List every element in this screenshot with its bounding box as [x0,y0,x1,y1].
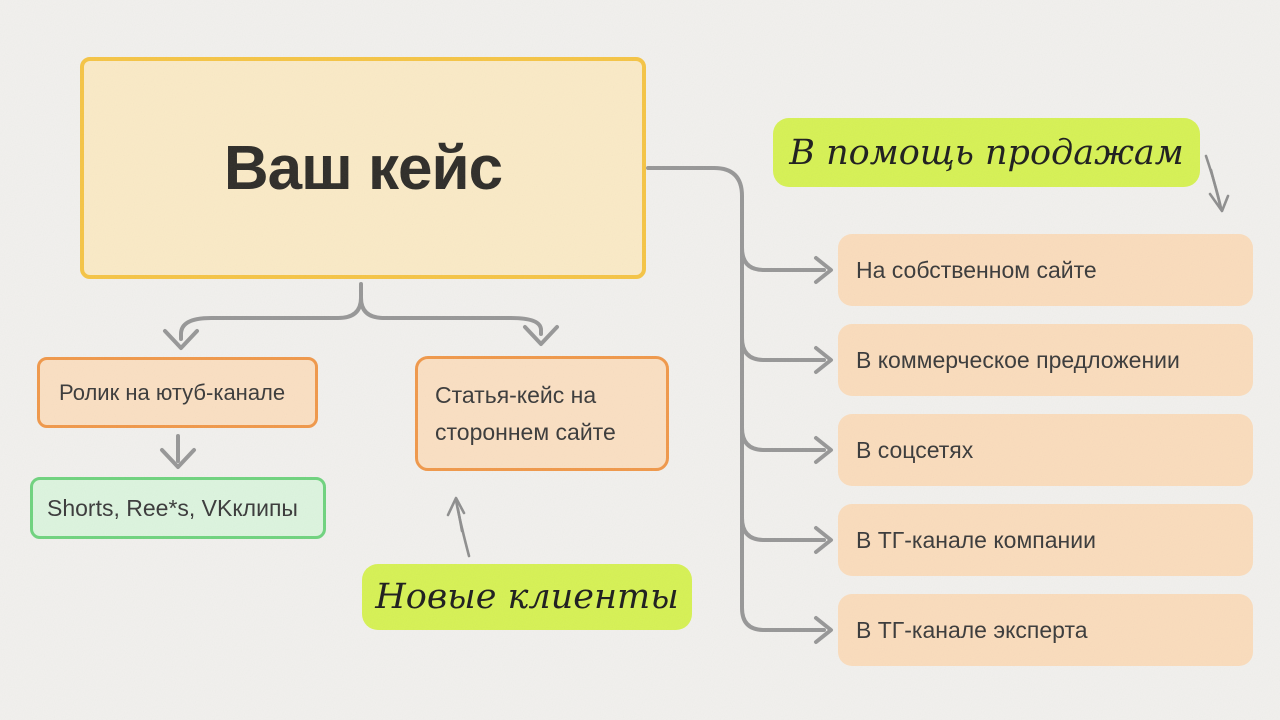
node-social-networks: В соцсетях [838,414,1253,486]
node-youtube-video-label: Ролик на ютуб-канале [59,379,286,405]
node-tg-expert-label: В ТГ-канале эксперта [856,616,1088,643]
bottom-split-connector [163,282,559,350]
node-tg-expert: В ТГ-канале эксперта [838,594,1253,666]
youtube-to-shorts-arrow [160,434,196,469]
node-case-article: Статья-кейс на стороннем сайте [415,356,669,471]
node-own-site: На собственном сайте [838,234,1253,306]
sales-annotation: В помощь продажам [773,118,1200,187]
node-case-article-label: Статья-кейс на стороннем сайте [435,381,616,445]
node-youtube-video: Ролик на ютуб-канале [37,357,318,428]
sales-annotation-label: В помощь продажам [789,132,1184,173]
node-shorts-reels-clips: Shorts, Ree*s, VKклипы [30,477,326,539]
root-case-label: Ваш кейс [223,133,503,203]
node-root-case: Ваш кейс [80,57,646,279]
node-commercial-offer-label: В коммерческое предложении [856,346,1180,373]
node-commercial-offer: В коммерческое предложении [838,324,1253,396]
sales-sketch-arrow-icon [1204,154,1230,213]
clients-annotation-label: Новые клиенты [375,577,679,617]
clients-annotation: Новые клиенты [362,564,692,630]
node-own-site-label: На собственном сайте [856,256,1097,283]
node-shorts-reels-clips-label: Shorts, Ree*s, VKклипы [47,494,298,521]
node-tg-company-label: В ТГ-канале компании [856,526,1096,553]
clients-sketch-arrow-icon [446,496,471,558]
node-tg-company: В ТГ-канале компании [838,504,1253,576]
node-social-networks-label: В соцсетях [856,436,974,463]
